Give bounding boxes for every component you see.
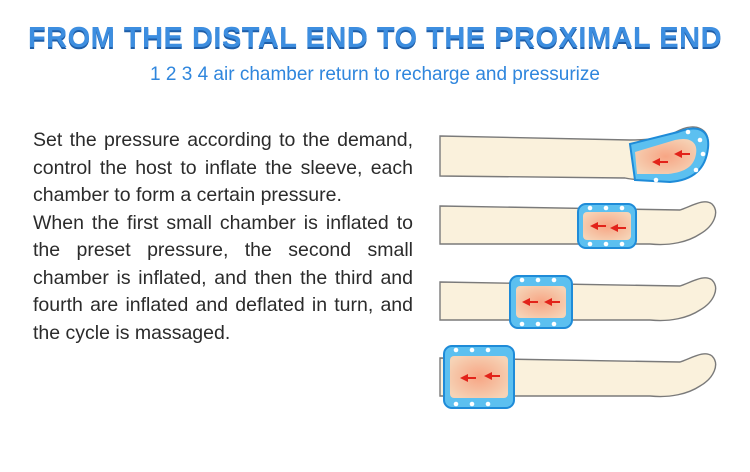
pressure-arrow-icon bbox=[522, 298, 560, 306]
description-paragraph-2: When the first small chamber is inflated… bbox=[33, 211, 413, 344]
description-paragraph-1: Set the pressure according to the demand… bbox=[33, 129, 413, 206]
pressure-arrow-icon bbox=[460, 372, 500, 382]
stage-4-pressure-zone bbox=[450, 356, 508, 398]
description-text: Set the pressure according to the demand… bbox=[33, 127, 413, 347]
stage-1-pressure-zone bbox=[635, 138, 697, 174]
page-title: FROM THE DISTAL END TO THE PROXIMAL END bbox=[27, 22, 723, 54]
page-subtitle: 1 2 3 4 air chamber return to recharge a… bbox=[150, 64, 600, 85]
compression-stages-illustration bbox=[439, 126, 717, 409]
stage-2-leg bbox=[439, 201, 717, 249]
pressure-arrow-icon bbox=[590, 222, 626, 232]
pressure-arrow-icon bbox=[652, 150, 690, 166]
stage-4-cuff-dots bbox=[453, 347, 491, 407]
stage-1-leg bbox=[439, 126, 710, 184]
stage-3-cuff-dots bbox=[519, 277, 557, 327]
stage-1-cuff-dots bbox=[653, 129, 706, 183]
stage-4-leg bbox=[439, 345, 717, 409]
stage-3-pressure-zone bbox=[516, 286, 566, 318]
stage-2-cuff-dots bbox=[587, 205, 625, 247]
stage-2-pressure-zone bbox=[583, 212, 631, 240]
stage-3-leg bbox=[439, 275, 717, 329]
